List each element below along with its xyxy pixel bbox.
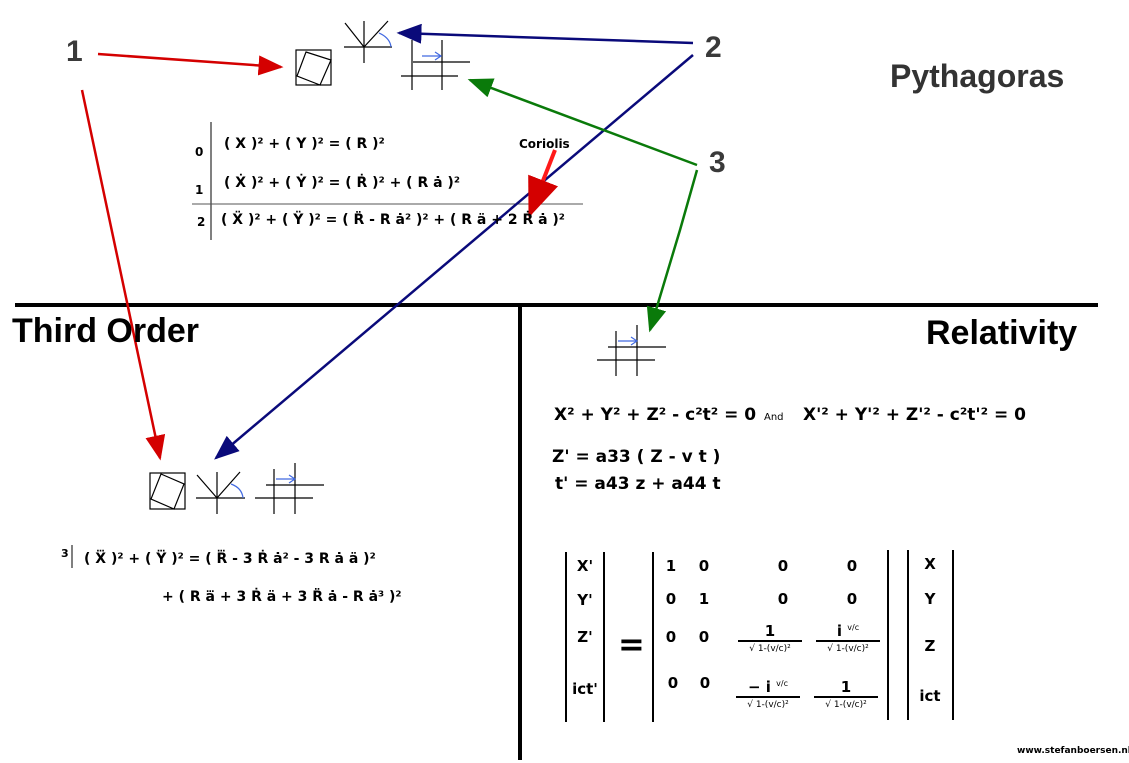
primed-invariant-equation: X'² + Y'² + Z'² - c²t'² = 0 (803, 405, 1026, 425)
gamma-fraction: 1√ 1-(v/c)² (814, 678, 878, 710)
matrix-cell: 0 (665, 628, 677, 646)
equation-order-0: ( X )² + ( Y )² = ( R )² (224, 136, 385, 152)
rhs-y: Y (924, 590, 936, 608)
equation-order-2: ( Ẍ )² + ( Ÿ )² = ( R̈ - R ȧ² )² + ( R ä… (221, 212, 565, 228)
matrix-cell: 1 (665, 557, 677, 575)
arrow-2-to-star (396, 23, 694, 45)
matrix-cell: 0 (846, 590, 858, 608)
footer-url[interactable]: www.stefanboersen.nl (1017, 746, 1129, 756)
lhs-z: Z' (577, 628, 593, 646)
beta-gamma-fraction: i v/c √ 1-(v/c)² (816, 622, 880, 654)
matrix-cell: 0 (667, 674, 679, 692)
fraction-numerator: i (836, 622, 843, 640)
label-3: 3 (709, 146, 726, 179)
order-label: 1 (195, 183, 204, 197)
matrix-cell: 0 (698, 557, 710, 575)
equals-sign: = (618, 625, 645, 663)
section-title-third-order: Third Order (12, 312, 200, 350)
lhs-y: Y' (577, 591, 593, 609)
grid-velocity-icon (597, 325, 666, 376)
arrow-3-to-grid (467, 78, 698, 167)
angle-star-icon (196, 471, 245, 514)
arrow-2-to-third-order (214, 54, 694, 460)
angle-star-icon (344, 20, 392, 63)
z-transform-equation: Z' = a33 ( Z - v t ) (552, 447, 721, 467)
fraction-denominator: √ 1-(v/c)² (814, 696, 878, 710)
invariant-equation: X² + Y² + Z² - c²t² = 0 (554, 405, 757, 425)
third-order-line-2: + ( R a⃛ + 3 Ṙ ä + 3 R̈ ȧ - R ȧ³ )² (162, 589, 402, 605)
label-1: 1 (66, 35, 83, 68)
order-label: 2 (197, 215, 206, 229)
grid-velocity-icon (255, 463, 324, 514)
third-order-line-1: ( X⃛ )² + ( Y⃛ )² = ( R⃛ - 3 Ṙ ȧ² - 3 R … (84, 551, 376, 567)
neg-beta-gamma-fraction: − i v/c √ 1-(v/c)² (736, 678, 800, 710)
matrix-cell: 0 (777, 557, 789, 575)
rotated-square-icon (149, 472, 186, 510)
fraction-denominator: √ 1-(v/c)² (738, 640, 802, 654)
coriolis-label: Coriolis (519, 137, 570, 151)
matrix-cell: 0 (699, 674, 711, 692)
matrix-cell: 0 (777, 590, 789, 608)
fraction-numerator: − i (748, 678, 771, 696)
rhs-z: Z (924, 637, 936, 655)
order-label: 0 (195, 145, 204, 159)
arrow-1-to-third-order (80, 89, 166, 461)
fraction-superscript: v/c (776, 679, 788, 688)
matrix-cell: 0 (665, 590, 677, 608)
equation-order-1: ( Ẋ )² + ( Ẏ )² = ( Ṙ )² + ( R ȧ )² (224, 175, 460, 191)
gamma-fraction: 1√ 1-(v/c)² (738, 622, 802, 654)
section-title-relativity: Relativity (926, 314, 1078, 352)
fraction-denominator: √ 1-(v/c)² (736, 696, 800, 710)
label-2: 2 (705, 31, 722, 64)
arrow-1-to-square (97, 52, 284, 76)
fraction-numerator: 1 (840, 678, 852, 696)
matrix-cell: 1 (698, 590, 710, 608)
matrix-cell: 0 (846, 557, 858, 575)
t-transform-equation: t' = a43 z + a44 t (555, 474, 721, 494)
fraction-denominator: √ 1-(v/c)² (816, 640, 880, 654)
rhs-ict: ict (919, 687, 941, 705)
section-title-pythagoras: Pythagoras (890, 58, 1065, 94)
lhs-x: X' (576, 557, 594, 575)
rotated-square-icon (295, 49, 332, 86)
lhs-ict: ict' (572, 680, 598, 698)
matrix-cell: 0 (698, 628, 710, 646)
fraction-numerator: 1 (764, 622, 776, 640)
grid-velocity-icon (401, 40, 470, 90)
arrow-3-to-relativity (646, 169, 699, 333)
order-label: 3 (61, 547, 69, 560)
coriolis-arrow (528, 149, 559, 218)
rhs-x: X (924, 555, 936, 573)
fraction-superscript: v/c (847, 623, 860, 632)
and-label: And (764, 412, 784, 423)
